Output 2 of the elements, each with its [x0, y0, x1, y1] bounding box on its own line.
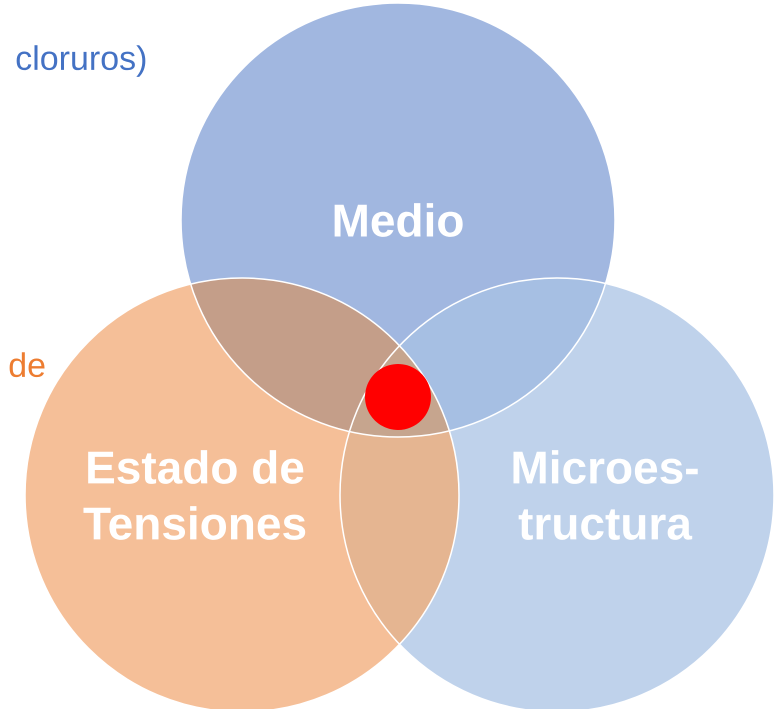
dot	[365, 364, 431, 430]
side-label: cloruros)	[16, 45, 146, 77]
